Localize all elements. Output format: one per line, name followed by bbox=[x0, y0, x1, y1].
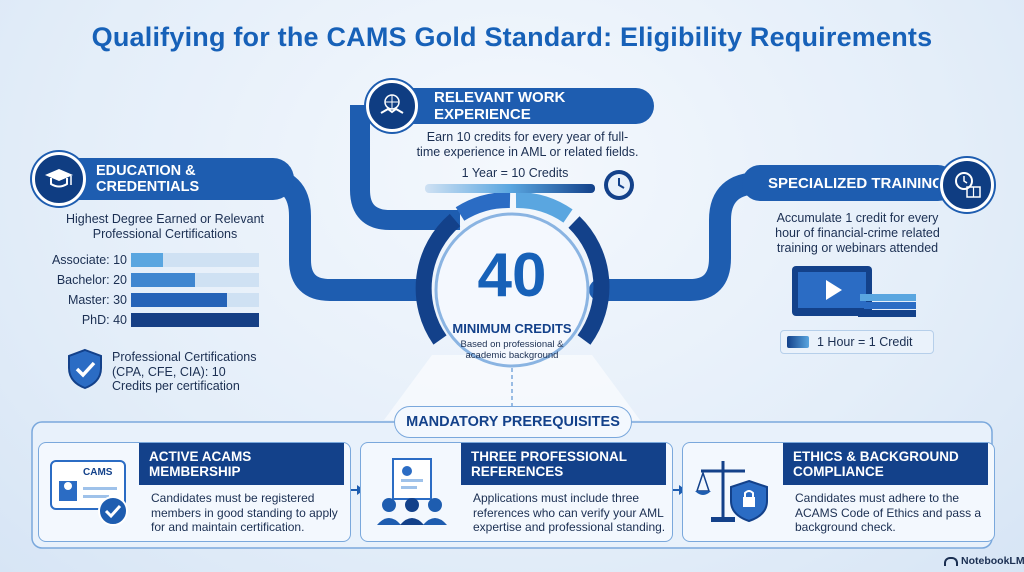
degree-row: Bachelor: 20 bbox=[20, 273, 259, 287]
minimum-credits-sublabel: Based on professional & academic backgro… bbox=[460, 339, 564, 361]
page-title: Qualifying for the CAMS Gold Standard: E… bbox=[91, 22, 933, 52]
degree-bar bbox=[131, 273, 195, 287]
training-rate-box: 1 Hour = 1 Credit bbox=[780, 330, 934, 354]
watermark-text: NotebookLM bbox=[961, 555, 1024, 567]
scales-lock-icon bbox=[693, 455, 775, 531]
degree-bar bbox=[131, 293, 227, 307]
cams-badge: CAMS bbox=[83, 467, 113, 478]
degree-label: Master: 30 bbox=[67, 293, 127, 307]
references-people-icon bbox=[371, 455, 453, 531]
prereq-card-title: THREE PROFESSIONAL REFERENCES bbox=[461, 443, 666, 485]
shield-check-icon bbox=[66, 348, 104, 390]
prerequisites-title: MANDATORY PREREQUISITES bbox=[406, 414, 620, 430]
clock-icon bbox=[602, 168, 636, 202]
watermark: NotebookLM bbox=[944, 555, 1024, 567]
prereq-card-membership: CAMS ACTIVE ACAMS MEMBERSHIP Candidates … bbox=[38, 442, 351, 542]
prereq-card-body: Candidates must adhere to the ACAMS Code… bbox=[795, 491, 982, 534]
degree-label: Bachelor: 20 bbox=[56, 273, 127, 287]
education-subheading: Highest Degree Earned or Relevant Profes… bbox=[65, 212, 265, 241]
degree-label: PhD: 40 bbox=[81, 313, 127, 327]
prereq-card-references: THREE PROFESSIONAL REFERENCES Applicatio… bbox=[360, 442, 673, 542]
degree-row: Associate: 10 bbox=[20, 253, 259, 267]
membership-card-icon: CAMS bbox=[49, 455, 131, 531]
prereq-card-ethics: ETHICS & BACKGROUND COMPLIANCE Candidate… bbox=[682, 442, 995, 542]
work-experience-rate: 1 Year = 10 Credits bbox=[461, 166, 569, 180]
degree-bar bbox=[131, 313, 259, 327]
work-experience-header: RELEVANT WORK EXPERIENCE bbox=[382, 88, 654, 124]
experience-progress-bar bbox=[425, 184, 595, 193]
training-progress-marker bbox=[787, 336, 809, 348]
clock-book-icon bbox=[940, 158, 994, 212]
prerequisites-header: MANDATORY PREREQUISITES bbox=[394, 406, 632, 438]
degree-row: PhD: 40 bbox=[20, 313, 259, 327]
training-title: SPECIALIZED TRAINING bbox=[768, 174, 944, 192]
training-header: SPECIALIZED TRAINING bbox=[742, 165, 956, 201]
degree-row: Master: 30 bbox=[20, 293, 259, 307]
work-experience-description: Earn 10 credits for every year of full-t… bbox=[416, 130, 639, 159]
minimum-credits-label: MINIMUM CREDITS bbox=[452, 321, 572, 336]
handshake-icon bbox=[366, 80, 418, 132]
prereq-card-body: Applications must include three referenc… bbox=[473, 491, 666, 534]
education-header: EDUCATION & CREDENTIALS bbox=[48, 158, 294, 200]
notebooklm-logo-icon bbox=[944, 556, 958, 566]
prereq-card-body: Candidates must be registered members in… bbox=[151, 491, 338, 534]
minimum-credits-value: 40 bbox=[477, 241, 547, 310]
training-rate: 1 Hour = 1 Credit bbox=[817, 335, 913, 349]
video-player-icon bbox=[790, 262, 920, 322]
degree-label: Associate: 10 bbox=[51, 253, 127, 267]
gauge-ring bbox=[415, 191, 610, 345]
education-title: EDUCATION & CREDENTIALS bbox=[96, 163, 200, 195]
prereq-card-title: ACTIVE ACAMS MEMBERSHIP bbox=[139, 443, 344, 485]
work-experience-title: RELEVANT WORK EXPERIENCE bbox=[434, 89, 566, 123]
degree-bar bbox=[131, 253, 163, 267]
certifications-note: Professional Certifications (CPA, CFE, C… bbox=[112, 350, 257, 393]
training-description: Accumulate 1 credit for every hour of fi… bbox=[775, 211, 940, 255]
graduation-cap-icon bbox=[32, 152, 86, 206]
prereq-card-title: ETHICS & BACKGROUND COMPLIANCE bbox=[783, 443, 988, 485]
